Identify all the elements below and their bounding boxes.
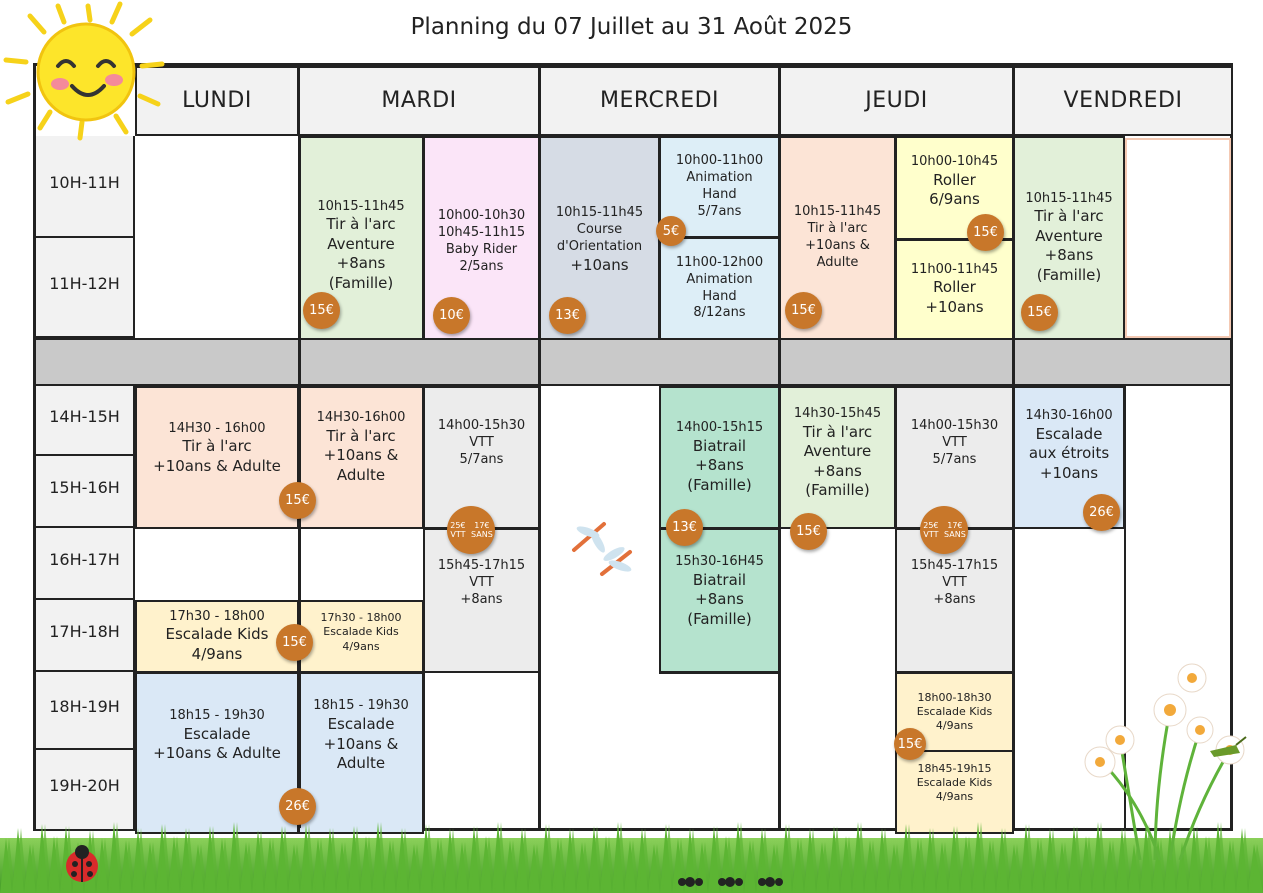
hour-label: 14H-15H [36,386,135,456]
price-badge: 5€ [656,216,686,246]
price-badge: 15€ [967,214,1004,251]
grass-decoration [0,822,1263,893]
activity-mardi-vtt-8[interactable]: 15h45-17h15 VTT +8ans [423,528,540,673]
price-badge: 15€ [785,292,822,329]
price-badge: 15€ [790,513,827,550]
hour-label: 18H-19H [36,672,135,750]
activity-jeudi-tir-aventure[interactable]: 14h30-15h45 Tir à l'arc Aventure +8ans (… [779,386,896,529]
hour-label: 15H-16H [36,456,135,528]
grid-line [298,527,424,529]
price-badge: 15€ [276,624,313,661]
price-badge: 15€ [1021,294,1058,331]
sun-icon [3,1,165,141]
page-title: Planning du 07 Juillet au 31 Août 2025 [410,14,853,40]
hour-label: 11H-12H [36,238,135,338]
day-header-jeudi: JEUDI [779,66,1014,136]
dragonfly-icon [572,522,632,576]
activity-mercredi-biatrail-2[interactable]: 15h30-16H45 Biatrail +8ans (Famille) [659,528,780,673]
activity-jeudi-roller-10[interactable]: 11h00-11h45 Roller +10ans [895,239,1014,340]
activity-lundi-escalade-kids[interactable]: 17h30 - 18h00 Escalade Kids 4/9ans [135,600,299,673]
grid-line [1124,386,1126,828]
day-header-vendredi: VENDREDI [1013,66,1233,136]
price-badge: 26€ [279,788,316,825]
grid-line [135,527,299,529]
price-badge: 15€ [894,728,926,760]
grid-line [895,386,897,828]
price-badge: 13€ [666,509,703,546]
empty-slot-vendredi-morning [1125,138,1231,338]
hour-label: 19H-20H [36,750,135,831]
activity-mardi-tir-pm[interactable]: 14H30-16h00 Tir à l'arc +10ans & Adulte [298,386,424,529]
activity-lundi-tir[interactable]: 14H30 - 16h00 Tir à l'arc +10ans & Adult… [135,386,299,529]
hour-label: 17H-18H [36,600,135,672]
day-header-mercredi: MERCREDI [539,66,780,136]
grid-line [659,672,780,674]
hour-label: 10H-11H [36,136,135,238]
price-badge: 10€ [433,297,470,334]
lunch-break-band [36,338,1230,386]
activity-mercredi-hand-8-12[interactable]: 11h00-12h00 Animation Hand 8/12ans [659,237,780,340]
activity-jeudi-vtt-5-7[interactable]: 14h00-15h30 VTT 5/7ans [895,386,1014,529]
grid-line [1013,527,1125,529]
day-header-lundi: LUNDI [135,66,299,136]
activity-mardi-escalade-kids[interactable]: 17h30 - 18h00 Escalade Kids 4/9ans [298,600,424,673]
activity-mercredi-biatrail-1[interactable]: 14h00-15h15 Biatrail +8ans (Famille) [659,386,780,529]
day-header-mardi: MARDI [298,66,540,136]
activity-lundi-escalade[interactable]: 18h15 - 19h30 Escalade +10ans & Adulte [135,672,299,834]
schedule-grid: LUNDI MARDI MERCREDI JEUDI VENDREDI 10H-… [33,63,1233,834]
activity-jeudi-kids-2[interactable]: 18h45-19h15 Escalade Kids 4/9ans [895,750,1014,834]
price-badge: 15€ [279,482,316,519]
daisy-flowers-icon [1084,663,1247,861]
hour-label: 16H-17H [36,528,135,600]
price-badge: 15€ [303,292,340,329]
price-badge: 13€ [549,297,586,334]
price-badge: 26€ [1083,494,1120,531]
grid-line [778,136,781,828]
grid-line [423,386,425,828]
grid-line [538,136,541,828]
grid-line [1012,136,1015,828]
